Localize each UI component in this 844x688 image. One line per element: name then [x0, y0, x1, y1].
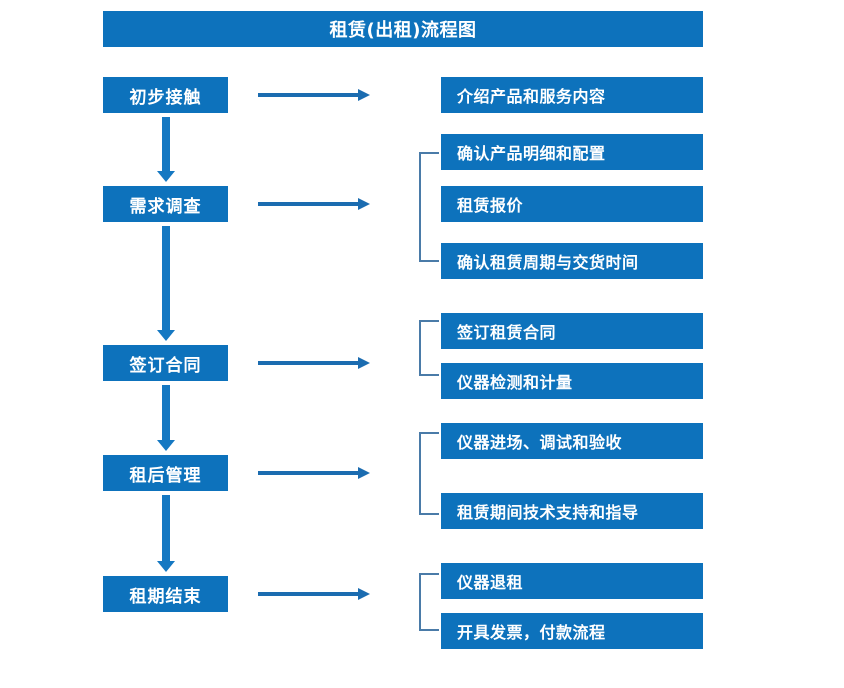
bracket-group-4 [419, 432, 439, 515]
horizontal-arrow-2 [258, 197, 370, 211]
vertical-arrow-4 [157, 495, 175, 572]
stage-box-1[interactable]: 初步接触 [103, 77, 228, 113]
task-box-7[interactable]: 仪器进场、调试和验收 [441, 423, 703, 459]
horizontal-arrow-4 [258, 466, 370, 480]
task-box-9[interactable]: 仪器退租 [441, 563, 703, 599]
stage-box-3[interactable]: 签订合同 [103, 345, 228, 381]
stage-box-5[interactable]: 租期结束 [103, 576, 228, 612]
task-box-6[interactable]: 仪器检测和计量 [441, 363, 703, 399]
vertical-arrow-3 [157, 385, 175, 451]
stage-box-4[interactable]: 租后管理 [103, 455, 228, 491]
task-box-1[interactable]: 介绍产品和服务内容 [441, 77, 703, 113]
task-box-3[interactable]: 租赁报价 [441, 186, 703, 222]
task-box-10[interactable]: 开具发票，付款流程 [441, 613, 703, 649]
vertical-arrow-2 [157, 226, 175, 341]
bracket-group-3 [419, 320, 439, 376]
task-box-5[interactable]: 签订租赁合同 [441, 313, 703, 349]
stage-box-2[interactable]: 需求调查 [103, 186, 228, 222]
bracket-group-5 [419, 573, 439, 631]
horizontal-arrow-1 [258, 88, 370, 102]
horizontal-arrow-5 [258, 587, 370, 601]
bracket-group-2 [419, 152, 439, 262]
vertical-arrow-1 [157, 117, 175, 182]
horizontal-arrow-3 [258, 356, 370, 370]
task-box-4[interactable]: 确认租赁周期与交货时间 [441, 243, 703, 279]
diagram-title: 租赁(出租)流程图 [103, 11, 703, 47]
task-box-2[interactable]: 确认产品明细和配置 [441, 134, 703, 170]
task-box-8[interactable]: 租赁期间技术支持和指导 [441, 493, 703, 529]
